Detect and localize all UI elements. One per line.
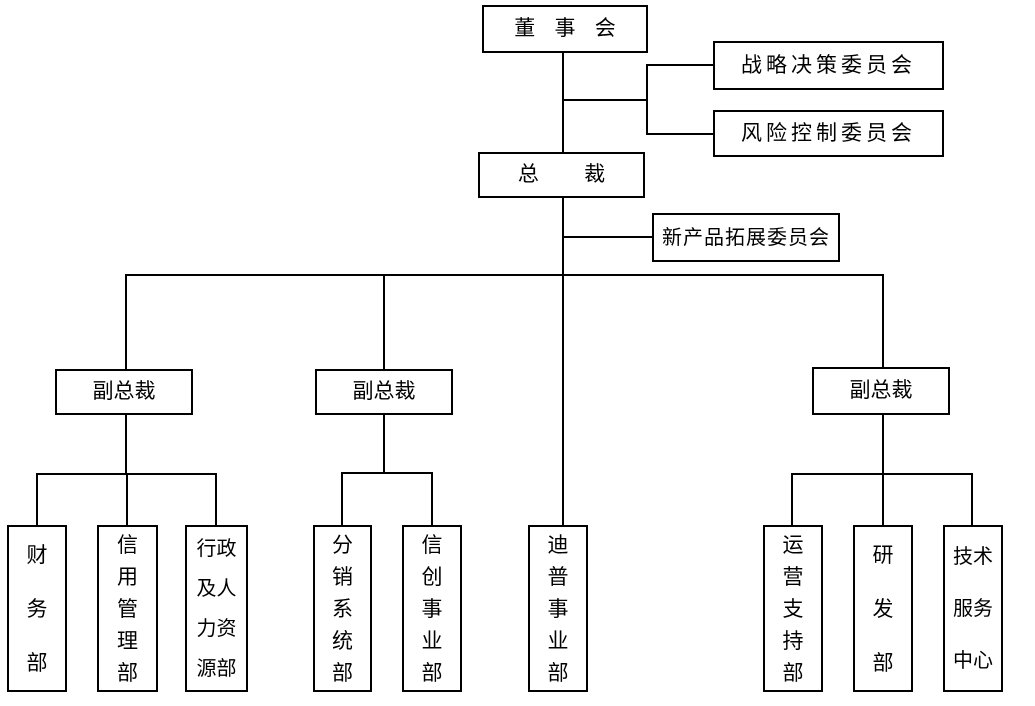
dept-ops-support-box: 运 营 支 持 部: [763, 525, 823, 692]
connector-drop-admin-hr: [215, 473, 217, 525]
dept-xinchuang-business-box: 信 创 事 业 部: [402, 525, 462, 692]
connector-vp-right-down: [882, 415, 884, 474]
vice-president-left-box: 副总裁: [55, 369, 193, 415]
connector-drop-tech-service: [971, 473, 973, 525]
connector-drop-rd: [882, 473, 884, 525]
dept-credit-management-box: 信 用 管 理 部: [97, 525, 158, 692]
connector-board-to-president: [562, 53, 564, 152]
connector-stub-new-product-committee: [562, 236, 652, 238]
risk-control-committee-box: 风险控制委员会: [713, 110, 944, 157]
dept-tech-service-center-box: 技术 服务 中心: [943, 525, 1003, 692]
connector-drop-vp-left: [125, 274, 127, 369]
dept-finance-box: 财 务 部: [7, 525, 67, 692]
connector-vp-middle-down: [383, 415, 385, 473]
connector-stub-risk-committee: [646, 133, 713, 135]
connector-main-horizontal: [125, 274, 884, 276]
connector-drop-vp-middle: [383, 274, 385, 369]
dept-admin-hr-box: 行政 及人 力资 源部: [185, 525, 248, 692]
connector-vp-left-down: [125, 415, 127, 475]
connector-drop-credit: [126, 473, 128, 525]
connector-drop-xinchuang: [431, 472, 433, 525]
connector-trunk-to-committee-branch: [562, 99, 648, 101]
connector-committee-branch-vertical: [646, 64, 648, 135]
connector-drop-ops-support: [791, 473, 793, 525]
new-product-committee-box: 新产品拓展委员会: [652, 213, 840, 262]
connector-drop-vp-right: [882, 274, 884, 367]
connector-president-trunk-down: [562, 198, 564, 525]
connector-stub-strategy-committee: [646, 64, 713, 66]
strategy-committee-box: 战略决策委员会: [713, 41, 944, 90]
vice-president-right-box: 副总裁: [812, 367, 950, 415]
dept-distribution-system-box: 分 销 系 统 部: [313, 525, 372, 692]
president-box: 总 裁: [478, 152, 645, 198]
connector-middle-group-horizontal: [341, 472, 433, 474]
dept-rd-box: 研 发 部: [853, 525, 913, 692]
board-of-directors-box: 董 事 会: [482, 5, 648, 53]
connector-drop-distribution: [341, 472, 343, 525]
vice-president-middle-box: 副总裁: [315, 369, 453, 415]
connector-drop-finance: [36, 473, 38, 525]
dept-dipu-business-box: 迪 普 事 业 部: [528, 525, 588, 692]
